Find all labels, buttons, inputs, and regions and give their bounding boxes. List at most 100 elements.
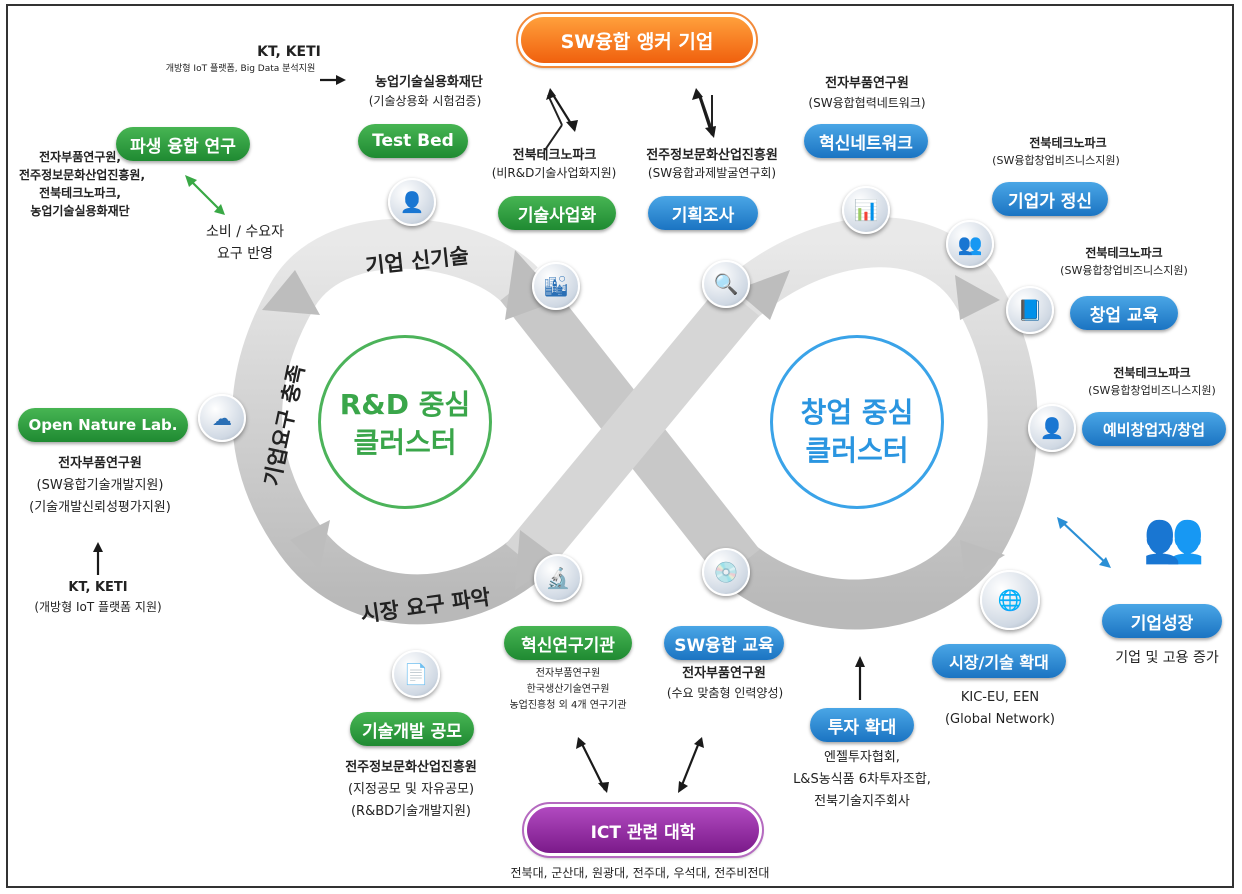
startup-cluster-line2: 클러스터 [805,434,909,467]
growth-pill: 기업성장 [1102,604,1222,638]
demand-line-2: 요구 반영 [217,246,273,262]
spirit-pill: 기업가 정신 [992,182,1108,216]
ah10 [678,781,688,793]
swedu-org: 전자부품연구원 [682,666,766,681]
innovnet-pill: 혁신네트워크 [804,124,928,158]
spirit-org: 전북테크노파크 [1029,136,1107,150]
prestartup-sub: (SW융합창업비즈니스지원) [1088,384,1216,397]
derivative-org-4: 농업기술실용화재단 [30,204,130,218]
anchor-company-pill: SW융합 앵커 기업 [516,12,758,68]
prestartup-pill: 예비창업자/창업 [1082,412,1226,446]
contest-org: 전주정보문화산업진흥원 [345,760,477,775]
derivative-research-pill: 파생 융합 연구 [116,127,250,161]
arrow-head-right-top [735,270,790,320]
arrow-head-left-up [262,270,320,315]
kt-icon-left: ☁ [198,394,246,442]
ah2 [566,120,578,132]
person-icon-2: 👤 [1028,404,1076,452]
swedu-sub: (수요 맞춤형 인력양성) [666,686,784,700]
ah4 [705,126,716,138]
opennature-org2-sub: (개방형 IoT 플랫폼 지원) [34,600,162,614]
magnifier-icon: 🔍 [702,260,750,308]
frame-border [6,4,1234,888]
arrow-top-left-dbl [544,94,563,151]
spirit-sub: (SW융합창업비즈니스지원) [992,154,1120,167]
startup-cluster-line1: 창업 중심 [800,396,914,429]
contest-line2: (R&BD기술개발지원) [350,804,471,819]
innovinst-line2: 한국생산기술연구원 [526,684,610,695]
rnd-cluster-circle [318,335,492,509]
ah8 [598,782,609,793]
startupedu-sub: (SW융합창업비즈니스지원) [1060,264,1188,277]
ah12 [185,175,197,187]
ah9 [694,737,704,748]
swedu-pill: SW융합 교육 [664,626,784,660]
person-icon-1: 👥 [946,220,994,268]
connector-growth [1059,519,1109,566]
plan-sub: (SW융합과제발굴연구회) [647,166,777,180]
invest-line3: 전북기술지주회사 [814,794,910,809]
startup-cluster-circle [770,335,944,509]
startupedu-org: 전북테크노파크 [1085,246,1163,260]
network-icon: 📊 [842,186,890,234]
ah6 [93,542,103,552]
plan-pill: 기획조사 [648,196,758,230]
plan-org: 전주정보문화산업진흥원 [646,148,778,163]
market-line1: KIC-EU, EEN [960,690,1040,705]
opennature-org2: KT, KETI [68,580,128,595]
ict-univ-pill: ICT 관련 대학 [522,802,764,858]
ah7 [576,737,586,749]
contest-line1: (지정공모 및 자유공모) [347,782,475,797]
rnd-cluster-line2: 클러스터 [353,426,457,459]
testbed-pill: Test Bed [358,124,468,158]
document-icon: 📄 [392,650,440,698]
testbed-org1-sub: 개방형 IoT 플랫폼, Big Data 분석지원 [165,64,316,74]
research-icon: 🔬 [534,554,582,602]
right-loop-band [723,217,1038,630]
ah14 [1057,517,1068,529]
ah1 [546,88,556,100]
growth-people-icon: 👥 [1142,508,1206,566]
invest-pill: 투자 확대 [810,708,914,742]
startupedu-pill: 창업 교육 [1070,296,1178,330]
techbiz-pill: 기술사업화 [498,196,616,230]
ah13 [214,204,225,215]
market-line2: (Global Network) [944,712,1056,727]
cross-band-2 [505,284,760,576]
globe-icon: 🌐 [980,570,1040,630]
rnd-cluster-line1: R&D 중심 [339,388,471,421]
contest-pill: 기술개발 공모 [350,712,474,746]
prestartup-org: 전북테크노파크 [1113,366,1191,380]
arrow-head-bottom-mid [515,530,560,590]
connector-derivative-demand [187,177,223,213]
techbiz-sub: (비R&D기술사업화지원) [491,166,617,180]
left-loop-band [232,218,541,625]
testbed-org2: 농업기술실용화재단 [375,75,483,90]
ah11 [855,656,865,667]
arrow-head-right-bottom [960,540,1005,580]
arrow-head-left-bottom [290,520,330,570]
disk-icon: 💿 [702,548,750,596]
arrow-head-right-side [955,275,1000,320]
book-icon: 📘 [1006,286,1054,334]
ict-univ-sub: 전북대, 군산대, 원광대, 전주대, 우석대, 전주비전대 [510,866,770,880]
kt-icon-top: 👤 [388,178,436,226]
innovinst-pill: 혁신연구기관 [504,626,632,660]
innovnet-org: 전자부품연구원 [825,76,909,91]
derivative-org-1: 전자부품연구원, [39,150,121,164]
ah5 [336,75,346,85]
invest-line1: 엔젤투자협회, [824,750,900,765]
innovnet-sub: (SW융합협력네트워크) [808,96,926,110]
ah15 [1099,557,1111,568]
opennature-line2: (기술개발신뢰성평가지원) [29,500,171,515]
opennature-pill: Open Nature Lab. [18,408,188,442]
city-icon: 🏙 [532,262,580,310]
connector-univ-swedu [678,739,702,791]
opennature-org: 전자부품연구원 [58,456,142,471]
innovinst-line1: 전자부품연구원 [535,668,601,679]
opennature-line1: (SW융합기술개발지원) [36,478,164,493]
growth-sub: 기업 및 고용 증가 [1115,650,1219,666]
market-pill: 시장/기술 확대 [932,644,1066,678]
